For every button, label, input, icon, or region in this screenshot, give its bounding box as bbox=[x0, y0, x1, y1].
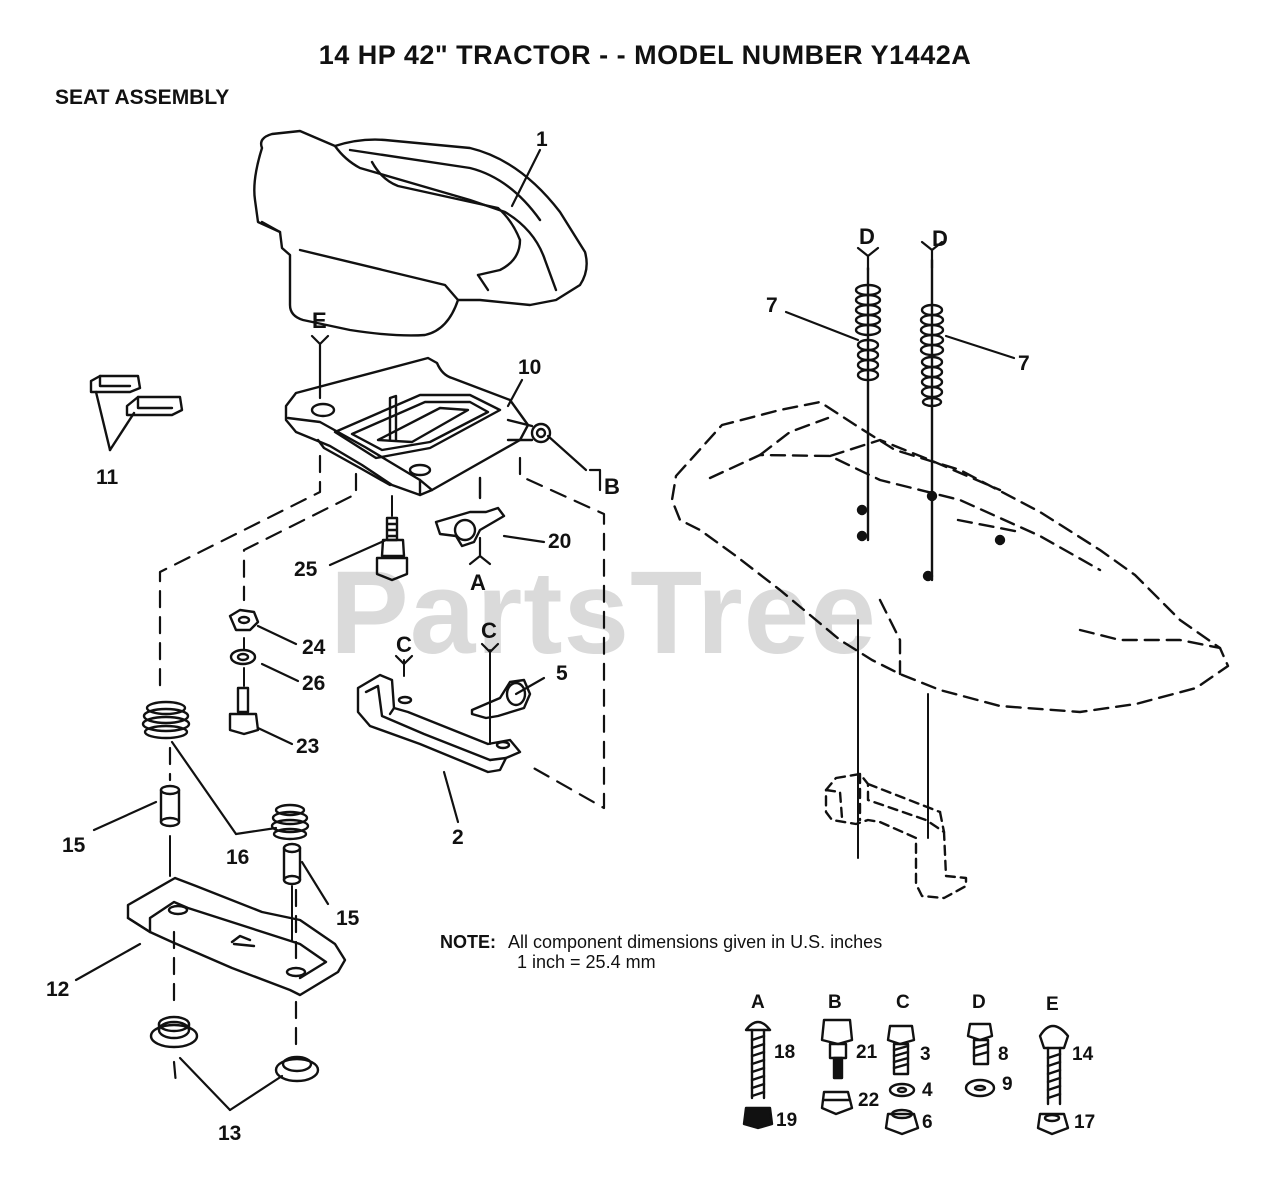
seat-clip[interactable] bbox=[434, 476, 506, 548]
callout-leaders bbox=[74, 148, 1016, 1112]
hardware-a-nut[interactable] bbox=[742, 1106, 774, 1130]
callout-10: 10 bbox=[518, 356, 541, 379]
seat-pads[interactable] bbox=[89, 374, 184, 452]
hardware-part-14: 14 bbox=[1072, 1044, 1094, 1065]
assembly-guide-lines bbox=[158, 454, 606, 1086]
hardware-b-nut[interactable] bbox=[820, 1090, 854, 1116]
callout-2: 2 bbox=[452, 826, 464, 849]
hardware-part-22: 22 bbox=[858, 1090, 879, 1111]
hardware-head-e: E bbox=[1046, 994, 1059, 1015]
hardware-c-washer[interactable] bbox=[888, 1082, 916, 1098]
bushing-right[interactable] bbox=[274, 1055, 320, 1083]
callout-7-left: 7 bbox=[766, 294, 778, 317]
hardware-e-carriage-bolt[interactable] bbox=[1038, 1024, 1070, 1106]
seat-pan[interactable] bbox=[284, 356, 552, 497]
hardware-c-bolt[interactable] bbox=[886, 1024, 916, 1076]
callout-25: 25 bbox=[294, 558, 318, 581]
spacer-right[interactable] bbox=[282, 842, 302, 886]
hardware-e-nut[interactable] bbox=[1036, 1112, 1070, 1136]
hardware-d-bolt[interactable] bbox=[966, 1022, 994, 1066]
note-line-1: All component dimensions given in U.S. i… bbox=[508, 932, 883, 952]
spring-fastener-left[interactable] bbox=[854, 266, 882, 542]
note-line-2: 1 inch = 25.4 mm bbox=[517, 952, 656, 972]
tractor-body-outline bbox=[670, 400, 1230, 714]
page-title: 14 HP 42" TRACTOR - - MODEL NUMBER Y1442… bbox=[318, 40, 972, 70]
hardware-part-21: 21 bbox=[856, 1042, 878, 1063]
ref-letter-d-right: D bbox=[932, 226, 948, 251]
hardware-part-6: 6 bbox=[922, 1112, 933, 1133]
ref-letter-c-left: C bbox=[396, 632, 412, 657]
spacer-left[interactable] bbox=[159, 784, 181, 828]
ref-letter-c-right: C bbox=[481, 618, 497, 643]
hardware-part-17: 17 bbox=[1074, 1112, 1095, 1133]
hardware-part-18: 18 bbox=[774, 1042, 795, 1063]
solid-guide-lines bbox=[169, 495, 929, 941]
callout-7-right: 7 bbox=[1018, 352, 1030, 375]
seat-slide-plate[interactable] bbox=[126, 876, 347, 997]
note-label: NOTE: bbox=[440, 932, 496, 952]
hardware-part-3: 3 bbox=[920, 1044, 931, 1065]
seat-bracket[interactable] bbox=[356, 673, 522, 774]
section-title: SEAT ASSEMBLY bbox=[55, 86, 230, 109]
callout-13: 13 bbox=[218, 1122, 241, 1145]
callout-12: 12 bbox=[46, 978, 69, 1001]
ref-letter-d-left: D bbox=[859, 224, 875, 249]
flange-nut[interactable] bbox=[228, 608, 260, 632]
hardware-b-shoulder-bolt[interactable] bbox=[820, 1018, 854, 1080]
hardware-head-c: C bbox=[896, 992, 910, 1013]
hardware-part-19: 19 bbox=[776, 1110, 797, 1131]
hardware-head-b: B bbox=[828, 992, 842, 1013]
hardware-c-locknut[interactable] bbox=[884, 1108, 920, 1136]
bracket-clip[interactable] bbox=[470, 678, 532, 720]
ref-letter-a: A bbox=[470, 570, 486, 595]
hex-bolt[interactable] bbox=[228, 686, 260, 736]
callout-24: 24 bbox=[302, 636, 326, 659]
lock-washer[interactable] bbox=[229, 648, 257, 666]
seat-cushion[interactable] bbox=[253, 129, 588, 337]
shoulder-bolt[interactable] bbox=[375, 516, 409, 582]
spring-fastener-right[interactable] bbox=[919, 258, 1006, 582]
callout-1: 1 bbox=[536, 128, 548, 151]
hardware-a-carriage-bolt[interactable] bbox=[744, 1020, 772, 1100]
seat-spring-left[interactable] bbox=[141, 700, 191, 740]
reference-arrows bbox=[310, 240, 944, 666]
ref-letter-b: B bbox=[604, 474, 620, 499]
ref-letter-e: E bbox=[312, 308, 327, 333]
hardware-d-washer[interactable] bbox=[964, 1078, 996, 1098]
callout-26: 26 bbox=[302, 672, 325, 695]
callout-16: 16 bbox=[226, 846, 249, 869]
callout-23: 23 bbox=[296, 735, 319, 758]
frame-bracket-outline bbox=[824, 772, 968, 900]
callout-15-left: 15 bbox=[62, 834, 86, 857]
callout-15-right: 15 bbox=[336, 907, 360, 930]
hardware-head-a: A bbox=[751, 992, 765, 1013]
bushing-left[interactable] bbox=[149, 1015, 199, 1049]
hardware-head-d: D bbox=[972, 992, 986, 1013]
callout-5: 5 bbox=[556, 662, 568, 685]
hardware-part-9: 9 bbox=[1002, 1074, 1013, 1095]
callout-20: 20 bbox=[548, 530, 571, 553]
callout-11: 11 bbox=[96, 466, 119, 489]
hardware-part-8: 8 bbox=[998, 1044, 1009, 1065]
dimension-note: NOTE: All component dimensions given in U… bbox=[440, 932, 883, 972]
hardware-part-4: 4 bbox=[922, 1080, 933, 1101]
seat-spring-right[interactable] bbox=[270, 803, 310, 841]
